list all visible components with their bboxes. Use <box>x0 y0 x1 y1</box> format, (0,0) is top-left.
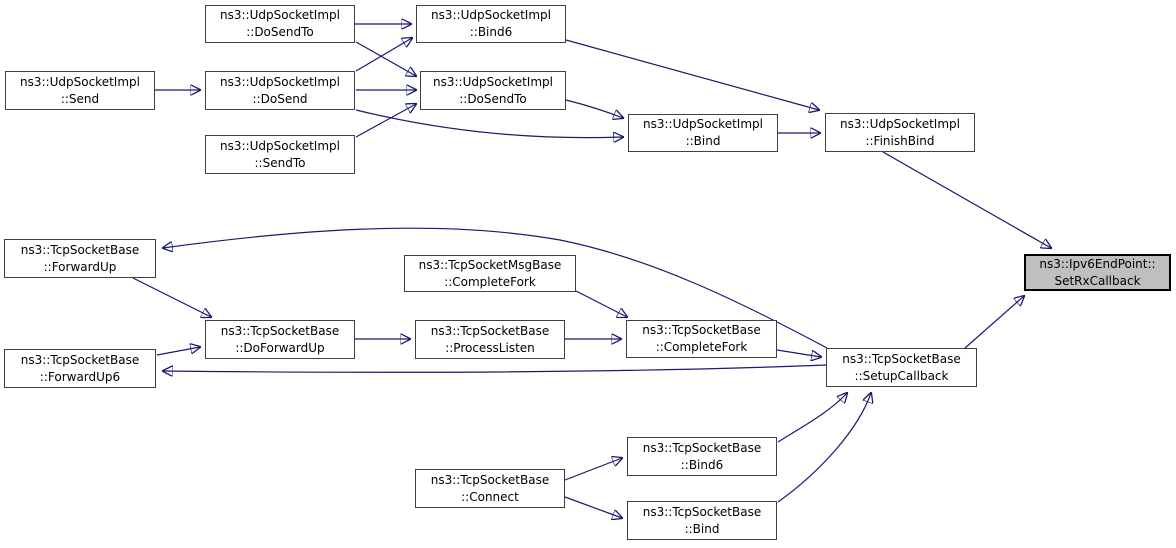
node-tcp-bind6[interactable]: ns3::TcpSocketBase ::Bind6 <box>627 437 777 476</box>
edge-dosendto-a-dosendto-b <box>355 41 416 76</box>
edge-setupcallback-forwardup <box>163 227 828 349</box>
edge-forwardup-doforwardup <box>132 277 211 317</box>
edge-completefork-setupcallback <box>776 349 821 357</box>
edge-dosendto-b-bind <box>565 99 623 118</box>
edge-bind6-finishbind <box>565 39 819 110</box>
edge-msgcompletefork-completefork <box>575 290 627 317</box>
edge-dosend-bind <box>355 109 623 138</box>
node-label-line1: ns3::TcpSocketBase <box>842 351 961 366</box>
node-label-line1: ns3::TcpSocketBase <box>430 472 550 487</box>
node-label-line2: ::DoForwardUp <box>235 340 325 355</box>
node-label-line1: ns3::Ipv6EndPoint:: <box>1039 256 1156 271</box>
node-label-line1: ns3::TcpSocketBase <box>642 440 762 455</box>
node-label-line1: ns3::UdpSocketImpl <box>220 8 340 22</box>
edge-dosend-bind6 <box>355 38 412 72</box>
node-label-line1: ns3::TcpSocketBase <box>642 323 761 337</box>
node-label-line2: ::SetupCallback <box>854 368 949 383</box>
node-udp-sendto[interactable]: ns3::UdpSocketImpl ::SendTo <box>205 135 355 174</box>
node-ipv6-setrxcallback: ns3::Ipv6EndPoint:: SetRxCallback <box>1024 254 1171 291</box>
node-udp-send[interactable]: ns3::UdpSocketImpl ::Send <box>5 71 155 110</box>
node-label-line2: ::ForwardUp <box>43 259 117 274</box>
node-udp-finishbind[interactable]: ns3::UdpSocketImpl ::FinishBind <box>825 113 975 152</box>
node-label-line2: ::ProcessListen <box>445 340 535 355</box>
node-label-line2: ::Bind6 <box>469 25 513 39</box>
node-label-line2: ::DoSend <box>252 91 308 106</box>
node-udp-bind6[interactable]: ns3::UdpSocketImpl ::Bind6 <box>416 5 566 43</box>
node-label-line2: ::FinishBind <box>865 133 935 148</box>
node-tcp-completefork[interactable]: ns3::TcpSocketBase ::CompleteFork <box>626 320 777 358</box>
node-msg-completefork[interactable]: ns3::TcpSocketMsgBase ::CompleteFork <box>404 255 576 292</box>
node-label-line2: ::Bind <box>684 521 720 536</box>
node-udp-dosendto-a[interactable]: ns3::UdpSocketImpl ::DoSendTo <box>205 5 355 43</box>
node-label-line1: ns3::UdpSocketImpl <box>220 138 340 153</box>
node-label-line1: ns3::TcpSocketBase <box>220 323 340 338</box>
node-tcp-doforwardup[interactable]: ns3::TcpSocketBase ::DoForwardUp <box>205 320 355 359</box>
node-label-line1: ns3::UdpSocketImpl <box>643 117 763 131</box>
node-label-line2: ::CompleteFork <box>655 340 748 354</box>
node-label-line1: ns3::UdpSocketImpl <box>220 74 340 89</box>
node-tcp-processlisten[interactable]: ns3::TcpSocketBase ::ProcessListen <box>415 320 565 359</box>
node-label-line2: ::CompleteFork <box>444 274 536 289</box>
edge-tcpbind6-setupcallback <box>777 393 847 443</box>
edge-tcpbind-setupcallback <box>777 393 871 503</box>
edge-forwardup6-doforwardup <box>156 347 200 356</box>
node-tcp-setupcallback[interactable]: ns3::TcpSocketBase ::SetupCallback <box>826 348 977 387</box>
node-label-line1: ns3::TcpSocketBase <box>20 352 140 367</box>
node-label-line2: ::Bind <box>685 134 721 148</box>
node-label-line1: ns3::TcpSocketBase <box>20 242 140 257</box>
node-udp-dosendto-b[interactable]: ns3::UdpSocketImpl ::DoSendTo <box>420 71 566 110</box>
edge-setupcallback-forwardup6 <box>163 364 827 372</box>
node-label-line1: ns3::TcpSocketMsgBase <box>418 257 562 272</box>
node-label-line1: ns3::UdpSocketImpl <box>433 74 553 89</box>
edge-connect-tcpbind <box>564 496 622 518</box>
node-udp-dosend[interactable]: ns3::UdpSocketImpl ::DoSend <box>205 71 355 110</box>
node-label-line1: ns3::UdpSocketImpl <box>431 8 551 22</box>
edge-connect-tcpbind6 <box>564 458 622 481</box>
node-label-line2: SetRxCallback <box>1054 273 1141 288</box>
node-label-line1: ns3::UdpSocketImpl <box>20 74 140 89</box>
node-label-line2: ::Connect <box>461 489 519 504</box>
node-tcp-forwardup6[interactable]: ns3::TcpSocketBase ::ForwardUp6 <box>4 349 156 388</box>
node-udp-bind[interactable]: ns3::UdpSocketImpl ::Bind <box>628 114 778 152</box>
node-label-line2: ::ForwardUp6 <box>39 369 121 384</box>
edge-sendto-dosendto-b <box>355 104 416 138</box>
node-label-line2: ::SendTo <box>254 155 306 170</box>
edge-setupcallback-setrxcallback <box>964 296 1024 349</box>
node-tcp-connect[interactable]: ns3::TcpSocketBase ::Connect <box>415 469 565 508</box>
node-label-line2: ::Bind6 <box>680 457 724 472</box>
node-label-line2: ::DoSendTo <box>459 91 527 106</box>
edge-finishbind-setrxcallback <box>882 151 1051 248</box>
node-tcp-forwardup[interactable]: ns3::TcpSocketBase ::ForwardUp <box>4 239 156 278</box>
node-label-line2: ::DoSendTo <box>246 25 314 39</box>
node-tcp-bind[interactable]: ns3::TcpSocketBase ::Bind <box>627 501 777 540</box>
node-label-line1: ns3::TcpSocketBase <box>642 504 762 519</box>
node-label-line1: ns3::TcpSocketBase <box>430 323 550 338</box>
node-label-line1: ns3::UdpSocketImpl <box>840 116 960 131</box>
node-label-line2: ::Send <box>60 91 100 106</box>
